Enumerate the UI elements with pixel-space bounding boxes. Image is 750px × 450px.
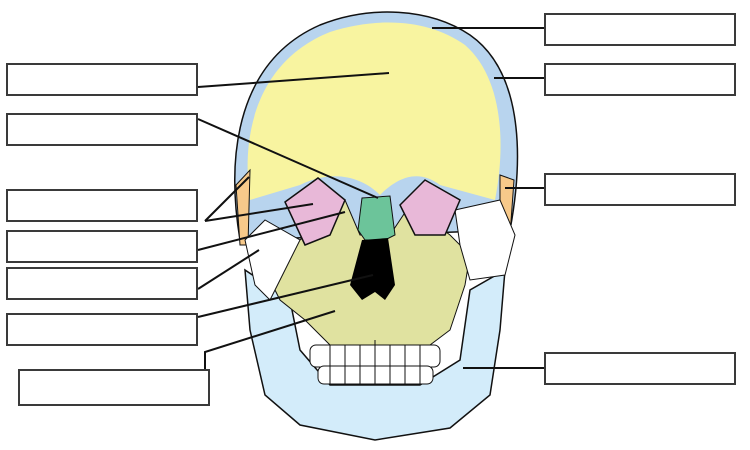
- frontal-bone: [247, 22, 501, 200]
- label-box-left-4[interactable]: [6, 230, 198, 263]
- mandible: [244, 268, 506, 441]
- label-box-right-2[interactable]: [544, 63, 736, 96]
- orbit-left: [284, 177, 346, 246]
- orbit-right: [399, 179, 461, 236]
- label-box-right-1[interactable]: [544, 13, 736, 46]
- label-box-left-2[interactable]: [6, 113, 198, 146]
- label-box-left-5[interactable]: [6, 267, 198, 300]
- label-box-left-1[interactable]: [6, 63, 198, 96]
- nasal-cavity: [350, 238, 395, 300]
- zygomatic-left: [244, 219, 301, 301]
- label-box-left-6[interactable]: [6, 313, 198, 346]
- label-box-right-3[interactable]: [544, 173, 736, 206]
- label-box-right-4[interactable]: [544, 352, 736, 385]
- label-box-left-7[interactable]: [18, 369, 210, 406]
- teeth: [309, 340, 441, 385]
- label-box-left-3[interactable]: [6, 189, 198, 222]
- zygomatic-right: [454, 199, 516, 281]
- nasal-bone: [357, 195, 396, 241]
- leader-lines: [197, 27, 544, 369]
